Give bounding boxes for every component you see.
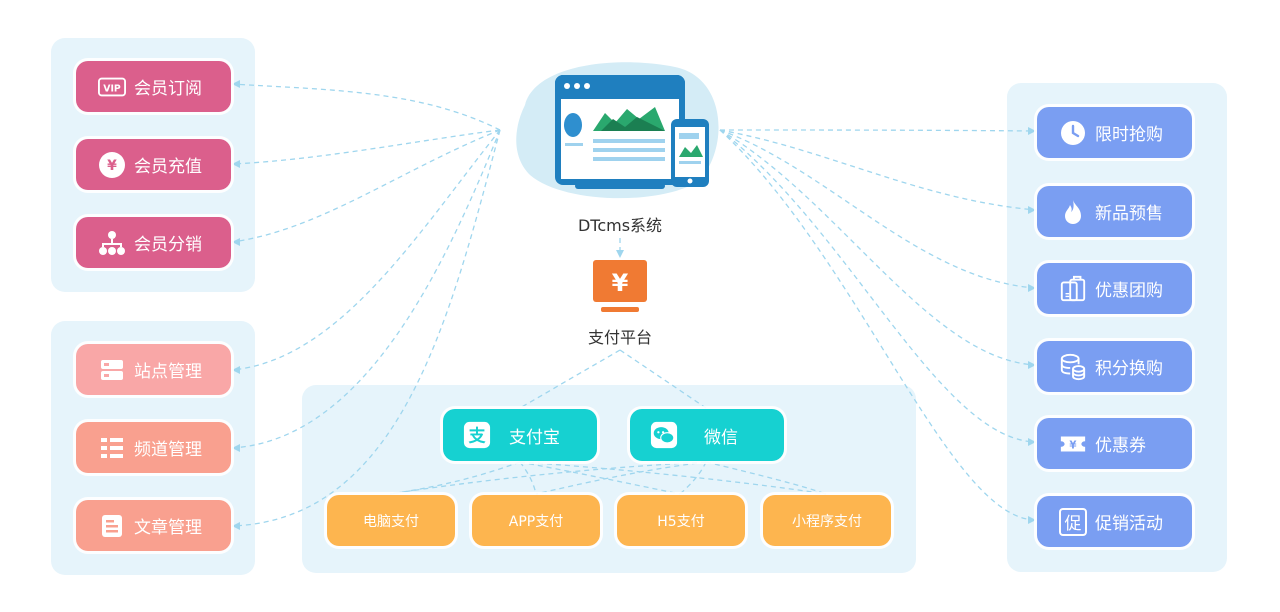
- method-app-label: APP支付: [508, 513, 564, 530]
- alipay-label: 支付宝: [509, 427, 560, 448]
- method-pc-button[interactable]: 电脑支付: [327, 495, 455, 546]
- alipay-button[interactable]: 支 支付宝: [443, 409, 597, 461]
- line-pay-to-wechat: [619, 349, 707, 409]
- group-buy-label: 优惠团购: [1095, 281, 1163, 301]
- svg-text:支: 支: [468, 426, 486, 446]
- marketing-panel: [1007, 83, 1227, 572]
- line-pay-to-alipay: [519, 349, 621, 409]
- coin-stack-icon: [1059, 353, 1087, 381]
- system-label: DTcms系统: [577, 216, 663, 235]
- presale-label: 新品预售: [1095, 204, 1163, 224]
- channel-manage-button[interactable]: 频道管理: [76, 422, 231, 473]
- presale-button[interactable]: 新品预售: [1037, 186, 1192, 237]
- article-manage-button[interactable]: 文章管理: [76, 500, 231, 551]
- line-group-buy: [719, 129, 1037, 289]
- document-icon: [98, 512, 126, 540]
- line-promotion: [719, 129, 1037, 521]
- coupon-icon: ¥: [1059, 430, 1087, 458]
- coupon-label: 优惠券: [1095, 436, 1146, 456]
- line-article-manage: [231, 129, 501, 527]
- org-tree-icon: [98, 229, 126, 257]
- list-icon: [98, 434, 126, 462]
- group-buy-button[interactable]: 优惠团购: [1037, 263, 1192, 314]
- line-wechat-app: [535, 461, 707, 495]
- site-manage-label: 站点管理: [134, 362, 202, 382]
- line-alipay-app: [519, 461, 537, 495]
- line-member-distribute: [231, 129, 501, 243]
- method-app-button[interactable]: APP支付: [472, 495, 600, 546]
- wechat-icon: [650, 421, 678, 449]
- line-flash-sale: [719, 129, 1037, 132]
- line-presale: [719, 129, 1037, 211]
- channel-manage-label: 频道管理: [134, 440, 202, 460]
- line-member-subscribe: [231, 83, 501, 131]
- clock-icon: [1059, 119, 1087, 147]
- svg-text:促: 促: [1065, 514, 1082, 534]
- method-h5-label: H5支付: [657, 513, 705, 530]
- wechat-label: 微信: [704, 427, 738, 448]
- svg-text:¥: ¥: [107, 158, 117, 174]
- promotion-button[interactable]: 促 促销活动: [1037, 496, 1192, 547]
- dtcms-system-illustration: [505, 55, 725, 205]
- svg-text:¥: ¥: [612, 269, 629, 297]
- method-h5-button[interactable]: H5支付: [617, 495, 745, 546]
- line-channel-manage: [231, 129, 501, 449]
- line-coupon: [719, 129, 1037, 443]
- line-alipay-pc: [389, 461, 521, 495]
- article-manage-label: 文章管理: [134, 518, 202, 538]
- line-site-manage: [231, 129, 501, 371]
- payment-platform-icon: ¥: [593, 260, 647, 314]
- promotion-label: 促销活动: [1095, 514, 1163, 534]
- coupon-button[interactable]: ¥ 优惠券: [1037, 418, 1192, 469]
- payment-platform-label: 支付平台: [587, 328, 652, 347]
- method-pc-label: 电脑支付: [363, 513, 419, 530]
- flash-sale-label: 限时抢购: [1095, 125, 1163, 145]
- flame-icon: [1059, 198, 1087, 226]
- svg-text:VIP: VIP: [103, 83, 121, 94]
- flash-sale-button[interactable]: 限时抢购: [1037, 107, 1192, 158]
- svg-text:¥: ¥: [1069, 439, 1077, 451]
- shopping-bag-icon: [1059, 275, 1087, 303]
- line-wechat-pc: [389, 461, 707, 495]
- site-manage-button[interactable]: 站点管理: [76, 344, 231, 395]
- member-subscribe-button[interactable]: VIP 会员订阅: [76, 61, 231, 112]
- line-wechat-h5: [679, 461, 707, 495]
- promotion-icon: 促: [1059, 507, 1087, 536]
- member-recharge-label: 会员充值: [134, 157, 202, 177]
- line-wechat-mini: [705, 461, 827, 495]
- member-recharge-button[interactable]: ¥ 会员充值: [76, 139, 231, 190]
- member-subscribe-label: 会员订阅: [134, 79, 202, 99]
- wechat-button[interactable]: 微信: [630, 409, 784, 461]
- points-exchange-label: 积分换购: [1095, 359, 1163, 379]
- line-member-recharge: [231, 129, 501, 165]
- points-exchange-button[interactable]: 积分换购: [1037, 341, 1192, 392]
- member-distribute-button[interactable]: 会员分销: [76, 217, 231, 268]
- alipay-icon: 支: [463, 421, 491, 449]
- line-alipay-h5: [519, 461, 681, 495]
- method-miniprogram-label: 小程序支付: [792, 513, 862, 530]
- method-miniprogram-button[interactable]: 小程序支付: [763, 495, 891, 546]
- line-alipay-mini: [519, 461, 827, 495]
- vip-icon: VIP: [98, 73, 126, 101]
- line-points-exchange: [719, 129, 1037, 366]
- member-distribute-label: 会员分销: [134, 235, 202, 255]
- server-icon: [98, 356, 126, 384]
- yen-coin-icon: ¥: [98, 151, 126, 179]
